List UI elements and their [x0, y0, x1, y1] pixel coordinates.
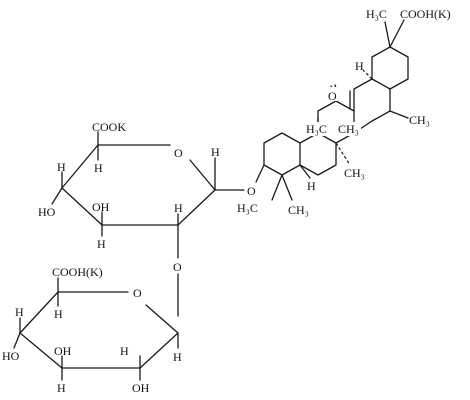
ring-a-bonds — [263, 132, 301, 176]
sugar-2-labels: COOH(K) O H H HO OH H H OH H — [2, 265, 182, 395]
sugar-2-c3-oh-label: OH — [54, 344, 72, 358]
ring-e-bonds — [371, 46, 409, 90]
sugar-2-cooh-label: COOH(K) — [52, 265, 103, 279]
sugar-1-c2-h-label: H — [174, 201, 183, 215]
de-methyl-bond — [389, 110, 409, 119]
ring-b-h-label: H — [307, 179, 316, 193]
ketone-oxygen-label: O — [328, 89, 337, 103]
sugar-2-c2-oh-label: OH — [132, 381, 150, 395]
c3-o-bond — [255, 164, 265, 183]
sugar-2-c4-ho-label: HO — [2, 349, 20, 363]
ring-e-methyl-bond — [384, 21, 391, 48]
top-cooh-label: COOH(K) — [400, 7, 451, 21]
sugar-1-labels: COOK O H H H HO OH H H O — [38, 120, 220, 274]
aglycone-labels: H₃C COOH(K) H O CH₃ H₃C CH₃ CH₃ H O H₃C … — [237, 7, 451, 217]
sugar-1-c5-h-label: H — [94, 161, 103, 175]
ring-e-h-bond — [362, 69, 373, 80]
hashed-methyl-label: CH₃ — [344, 166, 365, 180]
sugar-2-anomeric-h-label: H — [173, 350, 182, 364]
sugar-1-cook-label: COOK — [92, 120, 126, 134]
gem-methyl-label-2: CH₃ — [288, 203, 309, 217]
sugar-1-c4-ho-label: HO — [38, 205, 56, 219]
ring-e-h-label: H — [355, 59, 364, 73]
top-methyl-label: H₃C — [366, 7, 387, 21]
sugar-2-ring-oxygen-label: O — [133, 286, 142, 300]
gem-methyl-label-1: H₃C — [237, 201, 258, 215]
sugar-2-c5-h-label: H — [54, 307, 63, 321]
label-masks — [305, 87, 361, 136]
gem-methyl-bond-2 — [281, 174, 293, 201]
interglycosidic-oxygen-label: O — [173, 260, 182, 274]
glycosidic-oxygen-label: O — [247, 184, 256, 198]
sugar-1-anomeric-h-label: H — [211, 145, 220, 159]
sugar-2-bonds — [13, 273, 179, 381]
sugar-1-c3-h-label: H — [97, 237, 106, 251]
ring-e-cooh-bond — [389, 19, 405, 48]
ring-b-h-bond — [299, 164, 311, 179]
sugar-2-c3-h-label: H — [57, 381, 66, 395]
c-ring-methyl-label: H₃C — [306, 122, 327, 136]
gem-methyl-bond-1 — [271, 174, 283, 201]
sugar-1-c3-oh-label: OH — [92, 200, 110, 214]
sugar-1-ring-oxygen-label: O — [174, 146, 183, 160]
hashed-methyl-bond — [335, 142, 351, 166]
sugar-2-c4-h-label: H — [15, 305, 24, 319]
sugar-1-bonds — [51, 131, 245, 259]
ring-b-bonds — [299, 132, 337, 176]
sugar-1-c4-h-label: H — [57, 160, 66, 174]
aglycone-skeleton — [255, 19, 409, 201]
de-methyl-label: CH₃ — [409, 113, 430, 127]
sugar-2-c2-h-label: H — [120, 344, 129, 358]
d-ring-methyl-label: CH₃ — [338, 122, 359, 136]
